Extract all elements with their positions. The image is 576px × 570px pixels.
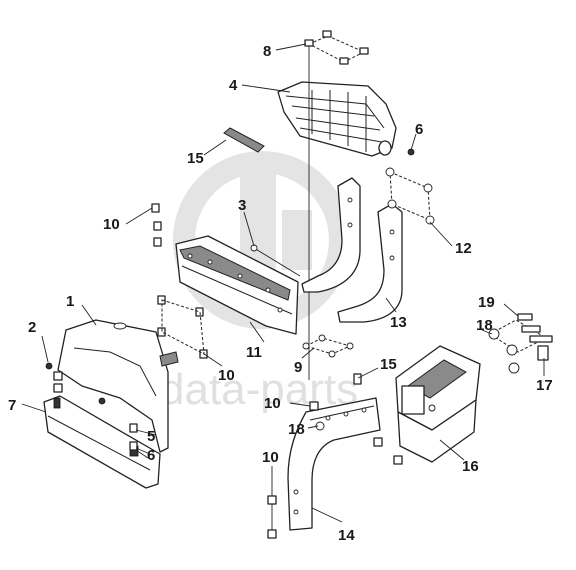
part-bolts-curved-bracket — [267, 373, 403, 539]
part-small-nut — [45, 362, 106, 405]
callout-15-lower: 15 — [380, 356, 397, 373]
part-nuts-lower — [302, 334, 354, 358]
callout-2: 2 — [28, 319, 36, 336]
callout-8: 8 — [263, 43, 271, 60]
callout-12: 12 — [455, 240, 472, 257]
callout-6-lower: 6 — [147, 447, 155, 464]
part-screws-lower — [129, 423, 138, 451]
callout-6-upper: 6 — [415, 121, 423, 138]
callout-10-lower: 10 — [264, 395, 281, 412]
part-nuts-right — [385, 167, 435, 225]
part-foot-step-platform — [277, 81, 397, 157]
part-fender-cover — [57, 319, 179, 453]
callout-5: 5 — [147, 428, 155, 445]
watermark-text: data-parts — [160, 365, 358, 414]
callout-18-right: 18 — [476, 317, 493, 334]
callout-17: 17 — [536, 377, 553, 394]
callout-13: 13 — [390, 314, 407, 331]
callout-14: 14 — [338, 527, 355, 544]
callout-10-middle: 10 — [218, 367, 235, 384]
callout-18-lower: 18 — [288, 421, 305, 438]
callout-10-bottom: 10 — [262, 449, 279, 466]
callout-19: 19 — [478, 294, 495, 311]
part-curved-bracket — [287, 397, 381, 531]
callout-9: 9 — [294, 359, 302, 376]
callout-labels: 1 2 3 4 5 6 6 7 8 9 10 10 10 10 11 12 13… — [8, 43, 553, 544]
part-bolts-top — [304, 30, 369, 380]
part-channel-bracket — [395, 345, 481, 463]
part-bolts-left — [151, 203, 162, 247]
part-bolts-right — [488, 313, 553, 374]
callout-10-upper: 10 — [103, 216, 120, 233]
callout-7: 7 — [8, 397, 16, 414]
part-mounting-bar — [175, 235, 301, 335]
callout-1: 1 — [66, 293, 74, 310]
callout-4: 4 — [229, 77, 238, 94]
callout-11: 11 — [246, 344, 262, 361]
leader-lines — [21, 43, 545, 523]
callout-16: 16 — [462, 458, 479, 475]
part-bolts-middle — [157, 295, 208, 359]
callout-15-upper: 15 — [187, 150, 204, 167]
part-l-brackets — [301, 177, 403, 323]
part-front-fender — [43, 395, 161, 489]
part-reflector-plate — [223, 127, 265, 153]
callout-3: 3 — [238, 197, 246, 214]
